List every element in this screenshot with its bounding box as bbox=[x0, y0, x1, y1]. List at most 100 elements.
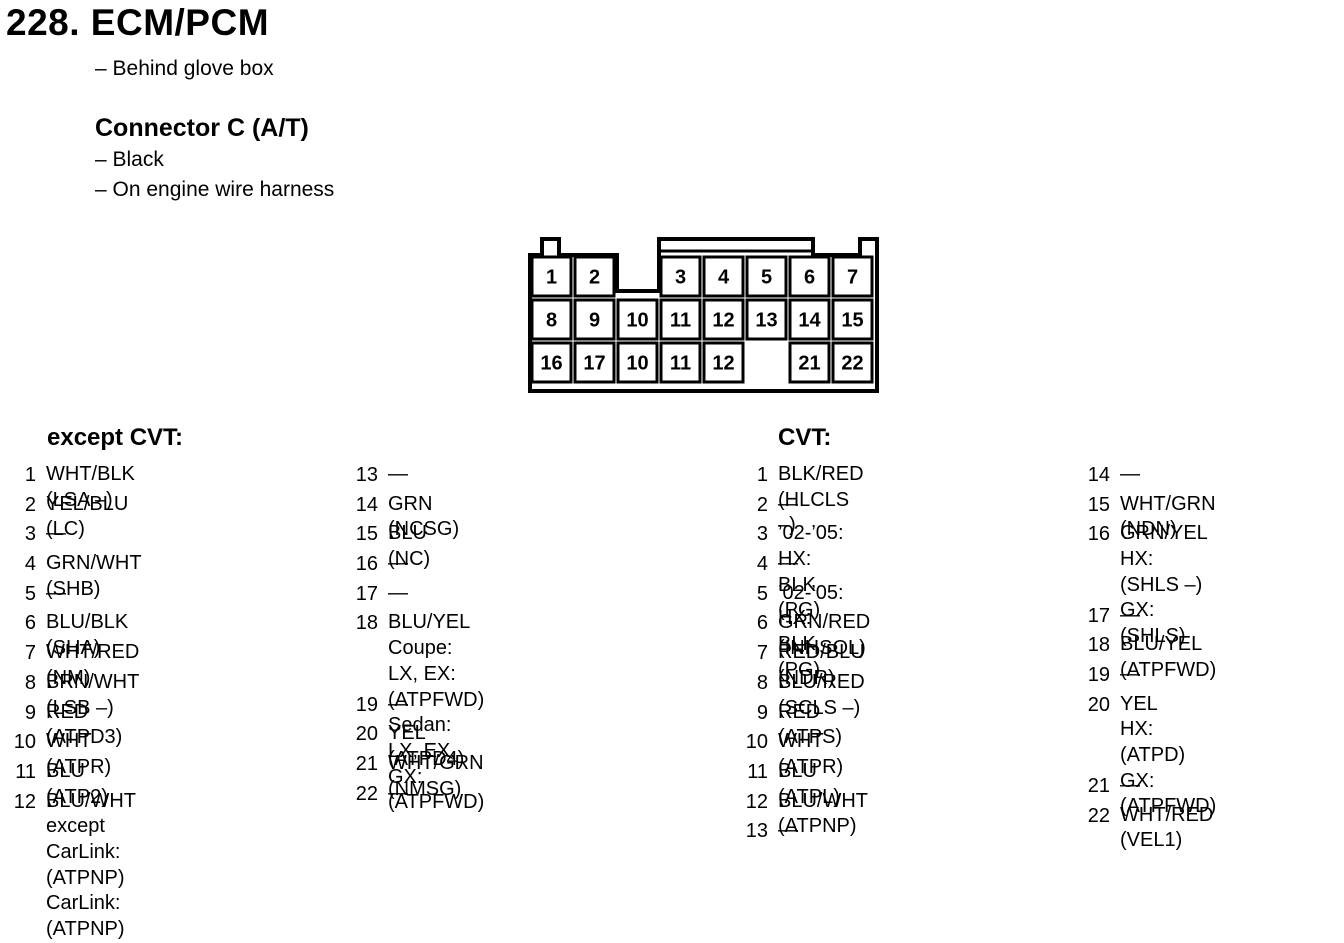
pin-description: ’02-’05: HX: BLK (PG) bbox=[778, 581, 844, 684]
variant-label: GX: (SHLS) bbox=[1120, 599, 1186, 648]
pin-label: 3 bbox=[675, 267, 686, 289]
pin-label: 17 bbox=[583, 353, 605, 375]
wire-color-label: BLU (ATPL) bbox=[778, 759, 840, 808]
pin-cavity bbox=[788, 255, 831, 298]
pin-description: RED (ATPS) bbox=[778, 700, 842, 751]
pin-cavity bbox=[659, 341, 702, 384]
wire-color-label: — bbox=[388, 692, 408, 715]
wire-color-label: — bbox=[778, 552, 798, 575]
wire-color-label: — bbox=[388, 552, 408, 575]
pin-number: 13 bbox=[745, 820, 768, 843]
pin-number: 4 bbox=[24, 553, 36, 576]
wire-color-label: WHT/GRN (NMSG) bbox=[388, 752, 484, 800]
wire-color-label: BLU (NC) bbox=[388, 522, 431, 571]
wire-color-label: — bbox=[1120, 662, 1140, 685]
pin-description: BLU/RED (SCLS –) bbox=[778, 670, 865, 721]
pin-description: BLU/BLK (SHA) bbox=[46, 610, 128, 661]
wire-color-label: YEL bbox=[1120, 692, 1158, 715]
pin-description: — bbox=[1120, 603, 1140, 629]
pin-description: — bbox=[388, 462, 408, 488]
pin-description: WHT/GRN (NDN) bbox=[1120, 492, 1216, 543]
wire-color-label: GRN (NCSG) bbox=[388, 492, 460, 541]
pin-number: 8 bbox=[24, 671, 36, 694]
pin-description: GRN (NCSG) bbox=[388, 492, 459, 543]
pin-description: WHT (ATPR) bbox=[778, 729, 843, 780]
wire-color-label: — bbox=[778, 819, 798, 842]
pin-number: 1 bbox=[756, 464, 768, 486]
pin-number: 7 bbox=[756, 642, 768, 665]
pin-cavity bbox=[659, 298, 702, 341]
pin-cavity bbox=[788, 298, 831, 341]
pin-number: 11 bbox=[15, 760, 36, 783]
pin-number: 1 bbox=[24, 464, 36, 486]
pin-label: 11 bbox=[670, 353, 691, 375]
wire-color-label: — bbox=[388, 581, 408, 604]
wire-color-label: — bbox=[46, 581, 66, 604]
pin-description: — bbox=[778, 492, 798, 518]
pin-label: 12 bbox=[712, 310, 734, 332]
pin-label: 12 bbox=[712, 353, 734, 375]
pin-number: 10 bbox=[745, 731, 768, 754]
variant-label: HX: (SHLS –) bbox=[1120, 548, 1203, 596]
pin-description: — bbox=[46, 521, 66, 547]
pin-number: 22 bbox=[355, 782, 378, 805]
pin-description: GRN/WHT (SHB) bbox=[46, 551, 141, 602]
pin-label: 21 bbox=[798, 353, 820, 375]
pin-description: — bbox=[388, 692, 408, 718]
pin-number: 15 bbox=[1087, 493, 1110, 516]
wire-color-label: — bbox=[46, 522, 66, 545]
variant-label: Coupe: LX, EX: (ATPFWD) bbox=[388, 637, 485, 711]
pin-number: 6 bbox=[24, 612, 36, 635]
pin-description: — bbox=[778, 818, 798, 844]
wire-color-label: RED (ATPD3) bbox=[46, 700, 123, 749]
pin-number: 20 bbox=[355, 723, 378, 746]
pin-cavity bbox=[530, 298, 573, 341]
pin-description: — bbox=[388, 781, 408, 807]
pin-description: BLU (ATP2) bbox=[46, 759, 108, 810]
pin-number: 5 bbox=[756, 582, 768, 605]
pin-description: ’02-’05: HX: BLK (PG) bbox=[778, 521, 844, 624]
pin-description: WHT/BLK (LSA –) bbox=[46, 462, 135, 513]
pin-description: — bbox=[778, 551, 798, 577]
pin-number: 3 bbox=[756, 523, 768, 546]
variant-label: CarLink: (ATPNP) bbox=[46, 892, 125, 941]
pin-label: 5 bbox=[761, 267, 772, 289]
pin-number: 12 bbox=[745, 790, 768, 813]
except-cvt-heading: except CVT: bbox=[47, 424, 184, 451]
wire-color-label: GRN/YEL bbox=[1120, 522, 1208, 545]
pin-description: RED/BLU (NDR) bbox=[778, 640, 865, 691]
pin-number: 10 bbox=[13, 731, 36, 754]
wire-color-label: ’02-’05: HX: BLK (PG) bbox=[778, 581, 844, 681]
pin-label: 10 bbox=[626, 353, 648, 375]
wire-color-label: BLK/RED (HLCLS –) bbox=[778, 463, 864, 537]
wire-color-label: GRN/RED (INHSOL) bbox=[778, 611, 871, 660]
wire-color-label: — bbox=[388, 781, 408, 804]
cvt-heading: CVT: bbox=[778, 424, 832, 451]
wire-color-label: BLU/RED (SCLS –) bbox=[778, 670, 865, 719]
pin-number: 17 bbox=[1087, 604, 1110, 627]
wire-color-label: WHT (ATPR) bbox=[778, 730, 844, 778]
wire-color-label: BLU/WHT bbox=[46, 789, 136, 812]
pin-number: 7 bbox=[24, 642, 36, 665]
pin-number: 16 bbox=[1087, 523, 1110, 546]
wire-color-label: BRN/WHT (LSB –) bbox=[46, 670, 139, 719]
pin-description: BLU/WHT (ATPNP) bbox=[778, 789, 868, 840]
wire-color-label: WHT/RED (VEL1) bbox=[1120, 803, 1214, 852]
pin-number: 5 bbox=[24, 582, 36, 605]
variant-label: Sedan: LX, EX, GX: (ATPFWD) bbox=[388, 714, 485, 814]
variant-label: GX: (ATPFWD) bbox=[1120, 769, 1217, 818]
pin-number: 9 bbox=[756, 701, 768, 724]
pin-cavity bbox=[616, 341, 659, 384]
pin-label: 10 bbox=[626, 310, 648, 332]
pin-cavity bbox=[831, 298, 874, 341]
wire-color-label: BLU/YEL bbox=[388, 611, 471, 634]
wire-color-label: WHT/RED (NM) bbox=[46, 641, 140, 689]
wire-color-label: GRN/WHT (SHB) bbox=[46, 552, 142, 600]
pin-cavity bbox=[702, 298, 745, 341]
connector-outline bbox=[528, 237, 879, 393]
pin-label: 6 bbox=[804, 267, 815, 289]
pin-number: 16 bbox=[355, 553, 378, 576]
pin-description: — bbox=[1120, 662, 1140, 688]
